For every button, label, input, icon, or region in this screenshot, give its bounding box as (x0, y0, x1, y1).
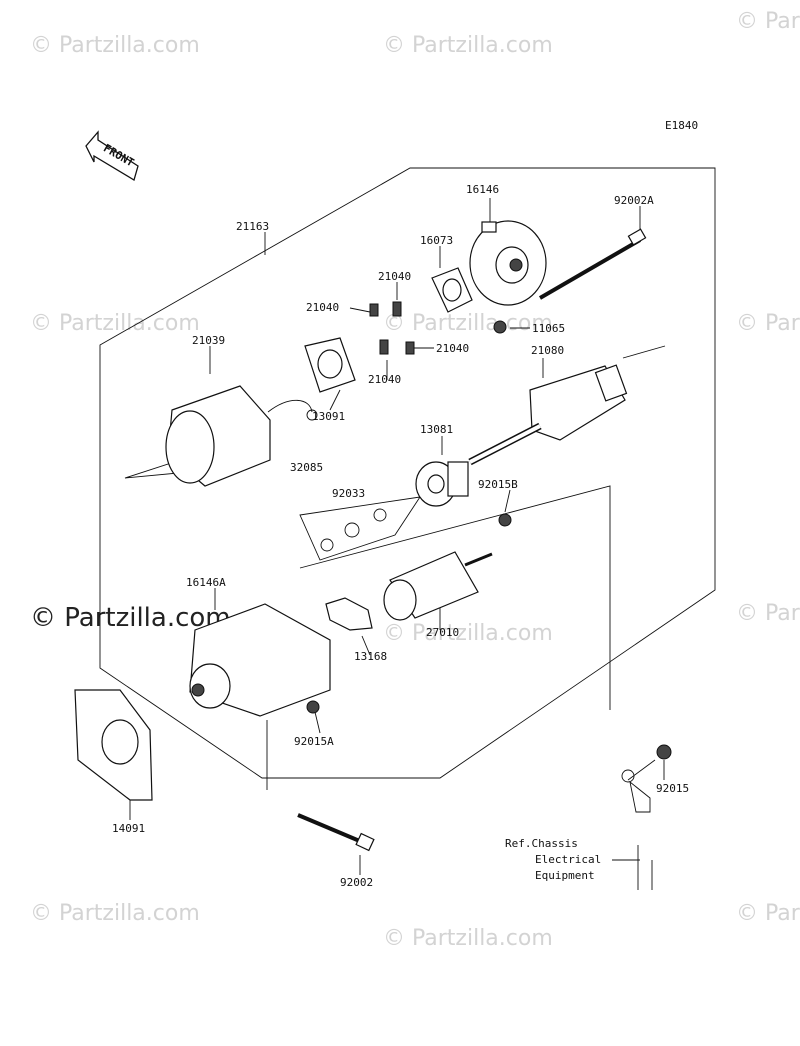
part-label: 16146A (186, 576, 226, 589)
front-arrow-icon: FRONT (85, 130, 139, 181)
part-92015A-nut (306, 700, 320, 714)
diagram-code: E1840 (665, 119, 698, 132)
watermark-text: © Partzilla.com (736, 9, 800, 34)
part-11065-nut (493, 320, 507, 334)
part-21080-armature (468, 364, 628, 466)
part-label: 21080 (531, 344, 564, 357)
part-13081-clutch (415, 461, 469, 507)
leader-lines (124, 198, 666, 890)
part-92033-circlip (320, 508, 387, 552)
part-92002-bolt (297, 813, 375, 852)
part-label: 13168 (354, 650, 387, 663)
part-label: 21040 (368, 373, 401, 386)
watermark-text: © Partzilla.com (383, 621, 553, 646)
part-cable-terminal (621, 769, 651, 813)
part-label: 16146 (466, 183, 499, 196)
assembly-outline (99, 167, 716, 779)
watermark-text: © Partzilla.com (383, 311, 553, 336)
watermark-text: © Partzilla.com (30, 311, 200, 336)
part-label: 92002A (614, 194, 654, 207)
part-label: 27010 (426, 626, 459, 639)
part-14091-cover (74, 689, 153, 801)
reference-line: Electrical (535, 853, 601, 866)
part-label: 92002 (340, 876, 373, 889)
reference-note: Ref.Chassis Electrical Equipment (505, 837, 601, 882)
part-13168-lever (325, 597, 373, 631)
part-label: 14091 (112, 822, 145, 835)
part-label: 21040 (436, 342, 469, 355)
watermark-main: © Partzilla.com (30, 603, 231, 633)
part-label: 92015B (478, 478, 518, 491)
part-label: 92015A (294, 735, 334, 748)
watermark-layer: © Partzilla.com © Partzilla.com © Partzi… (30, 9, 800, 951)
watermark-text: © Partzilla.com (736, 901, 800, 926)
part-label: 92015 (656, 782, 689, 795)
part-27010-solenoid (383, 551, 493, 621)
part-label: 16073 (420, 234, 453, 247)
part-label: 13091 (312, 410, 345, 423)
watermark-text: © Partzilla.com (736, 601, 800, 626)
part-label: 11065 (532, 322, 565, 335)
part-labels: 21163 16146 92002A 16073 21040 21040 110… (112, 183, 689, 889)
part-label: 21163 (236, 220, 269, 233)
part-21040-springs (369, 301, 415, 355)
part-label: 92033 (332, 487, 365, 500)
reference-line: Equipment (535, 869, 595, 882)
watermark-text: © Partzilla.com (30, 33, 200, 58)
part-label: 21039 (192, 334, 225, 347)
part-16146A-housing (189, 603, 331, 717)
reference-line: Ref.Chassis (505, 837, 578, 850)
part-92015B-nut (498, 513, 512, 527)
part-label: 21040 (306, 301, 339, 314)
part-13091-brush-holder (304, 337, 356, 393)
part-21039-yoke (165, 385, 318, 487)
watermark-text: © Partzilla.com (30, 901, 200, 926)
part-92002A-bolt (538, 228, 647, 300)
part-92015-nut (656, 744, 672, 760)
watermark-text: © Partzilla.com (736, 311, 800, 336)
part-16073-plate (431, 267, 473, 313)
part-16146-end-cover (469, 220, 547, 306)
part-label: 32085 (290, 461, 323, 474)
part-label: 21040 (378, 270, 411, 283)
watermark-text: © Partzilla.com (383, 33, 553, 58)
watermark-text: © Partzilla.com (383, 926, 553, 951)
part-label: 13081 (420, 423, 453, 436)
